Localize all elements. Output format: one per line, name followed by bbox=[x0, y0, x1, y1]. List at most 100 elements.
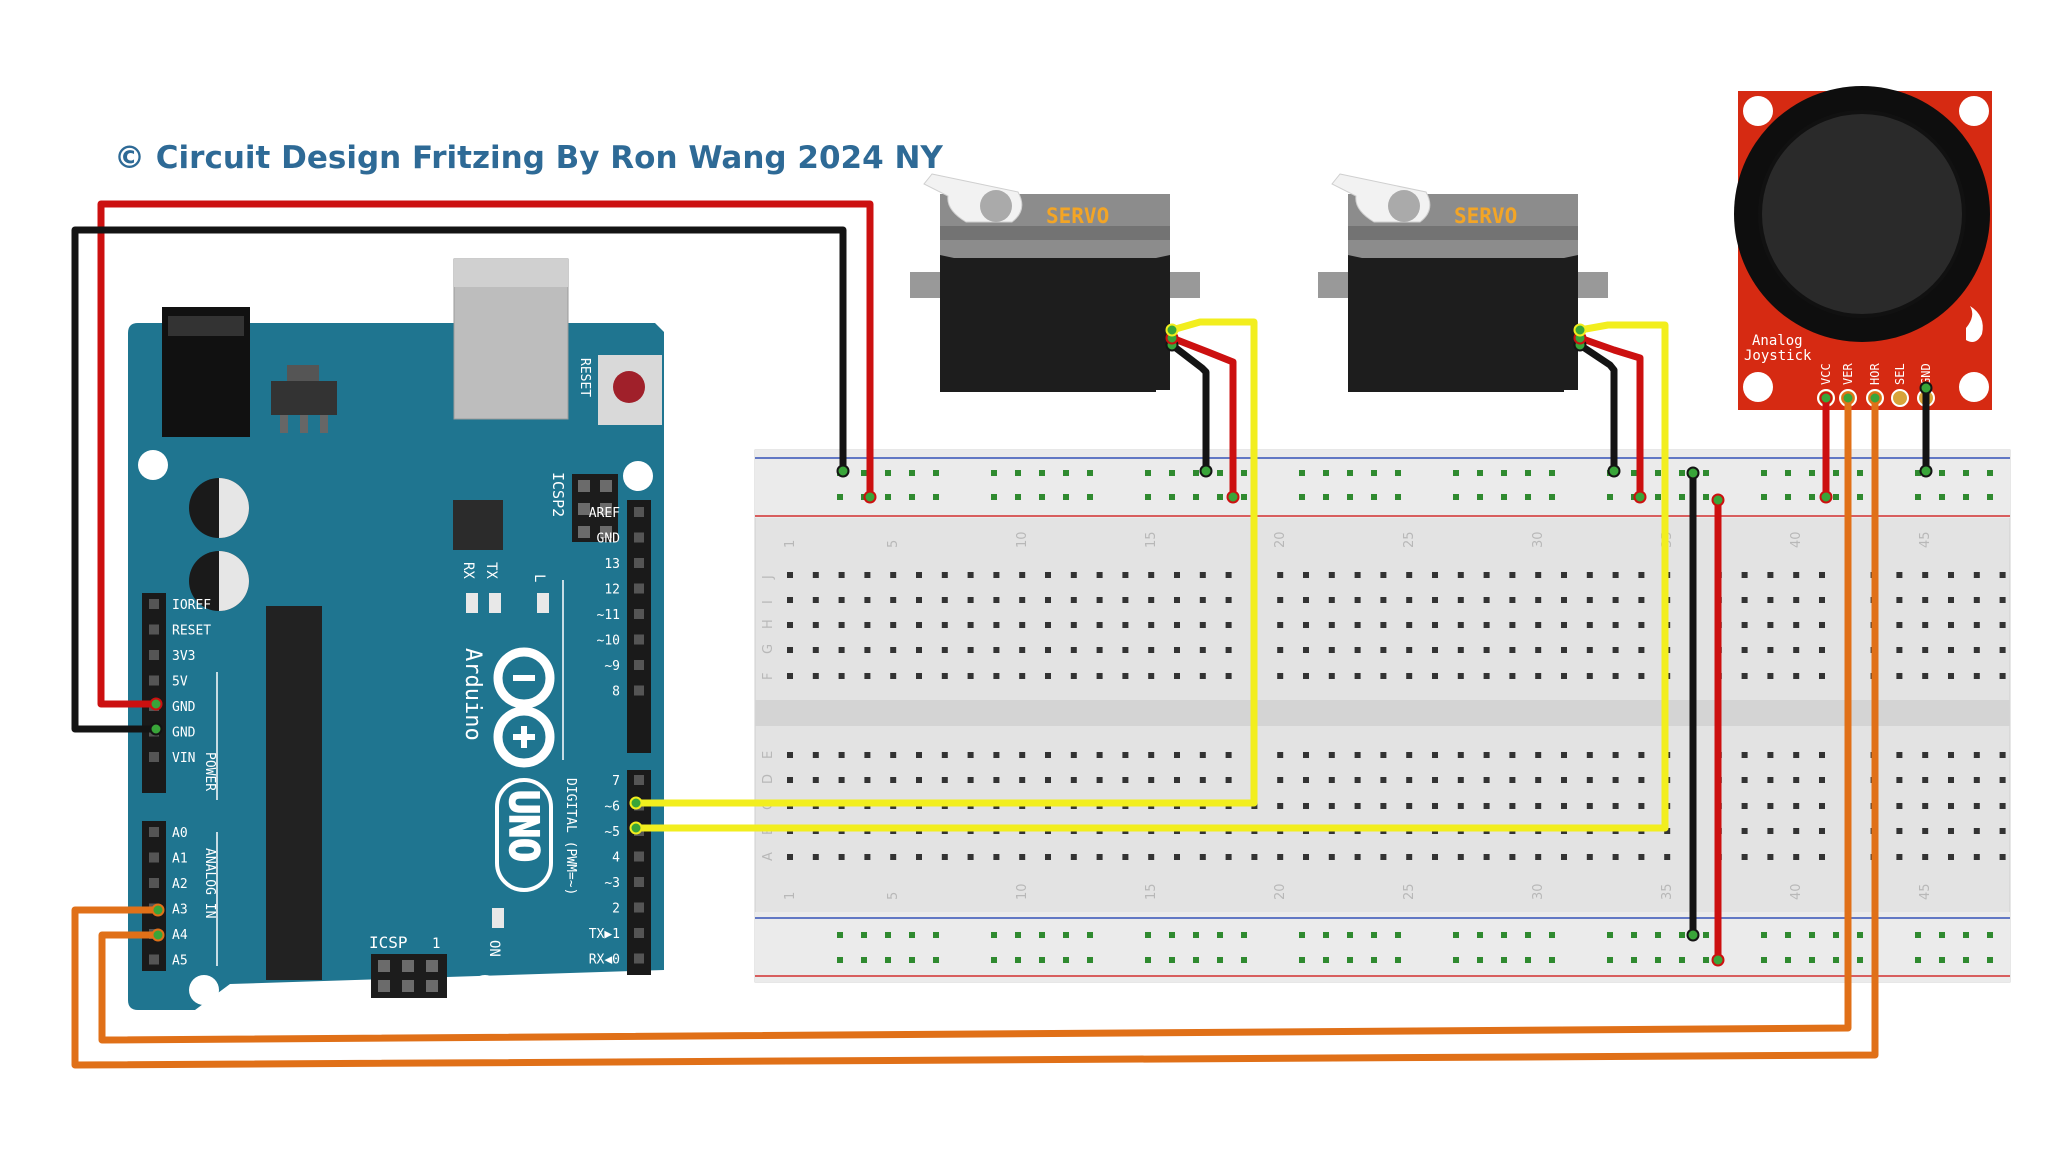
breadboard-hole bbox=[1793, 597, 1800, 603]
breadboard-hole bbox=[1148, 597, 1155, 603]
breadboard-hole bbox=[1354, 572, 1361, 578]
rail-hole bbox=[1453, 932, 1459, 938]
breadboard-hole bbox=[1070, 673, 1077, 679]
breadboard-hole bbox=[787, 854, 793, 860]
rail-hole bbox=[1655, 932, 1661, 938]
breadboard-hole bbox=[1793, 752, 1800, 758]
digital-pin-label: 13 bbox=[604, 557, 620, 572]
rail-hole bbox=[1785, 494, 1791, 500]
breadboard-hole bbox=[1225, 647, 1232, 653]
breadboard-hole bbox=[1638, 854, 1645, 860]
breadboard-hole bbox=[1174, 673, 1180, 679]
arduino-pcb bbox=[128, 323, 664, 1010]
rail-hole bbox=[1453, 957, 1459, 963]
breadboard-hole bbox=[1973, 854, 1980, 860]
rail-hole bbox=[1015, 957, 1021, 963]
joystick-thumbstick[interactable] bbox=[1758, 110, 1966, 318]
breadboard-hole bbox=[1535, 572, 1542, 578]
breadboard-hole bbox=[1199, 647, 1206, 653]
breadboard-hole bbox=[1019, 622, 1026, 628]
breadboard-hole bbox=[1122, 572, 1129, 578]
breadboard-hole bbox=[1096, 777, 1103, 783]
breadboard-hole bbox=[1328, 622, 1335, 628]
rail-hole bbox=[1939, 470, 1945, 476]
rail-hole bbox=[1145, 957, 1151, 963]
breadboard-hole bbox=[1896, 597, 1903, 603]
breadboard-hole bbox=[1896, 752, 1903, 758]
column-number-bottom: 35 bbox=[1660, 883, 1675, 900]
breadboard-hole bbox=[1999, 597, 2006, 603]
rail-hole bbox=[1915, 470, 1921, 476]
breadboard-hole bbox=[1019, 572, 1026, 578]
breadboard-hole bbox=[1380, 803, 1387, 809]
credit-title: © Circuit Design Fritzing By Ron Wang 20… bbox=[114, 140, 943, 176]
breadboard-hole bbox=[1819, 777, 1825, 783]
rail-hole bbox=[1063, 470, 1069, 476]
breadboard-hole bbox=[1432, 622, 1438, 628]
breadboard-hole bbox=[838, 622, 845, 628]
breadboard-hole bbox=[1741, 828, 1748, 834]
servo1-lead-ground bbox=[1168, 341, 1210, 475]
icsp-label: ICSP bbox=[369, 933, 408, 952]
wire-endpoint bbox=[1633, 490, 1647, 504]
rail-hole bbox=[1939, 932, 1945, 938]
servo-body bbox=[940, 232, 1170, 392]
breadboard-hole bbox=[1070, 647, 1077, 653]
rail-hole bbox=[1039, 494, 1045, 500]
breadboard-hole bbox=[1354, 597, 1361, 603]
power-pin-label: VIN bbox=[172, 751, 195, 766]
breadboard-hole bbox=[1303, 803, 1309, 809]
rail-hole bbox=[1703, 494, 1709, 500]
rail-hole bbox=[1169, 494, 1175, 500]
breadboard-hole bbox=[812, 572, 819, 578]
breadboard-hole bbox=[1096, 854, 1103, 860]
breadboard-hole bbox=[1045, 777, 1051, 783]
breadboard-hole bbox=[1354, 803, 1361, 809]
digital-pin-label: GND bbox=[597, 532, 621, 547]
breadboard: 115510101515202025253030353540404545JIHG… bbox=[754, 449, 2011, 983]
rail-hole bbox=[1761, 494, 1767, 500]
servo-2-label: SERVO bbox=[1454, 204, 1517, 228]
rail-hole bbox=[1039, 932, 1045, 938]
column-number-top: 10 bbox=[1015, 531, 1030, 548]
rail-hole bbox=[933, 470, 939, 476]
breadboard-hole bbox=[1741, 777, 1748, 783]
rail-hole bbox=[1501, 932, 1507, 938]
wire-endpoints bbox=[149, 323, 1933, 967]
breadboard-hole bbox=[1561, 752, 1567, 758]
rail-hole bbox=[1809, 957, 1815, 963]
breadboard-hole bbox=[1406, 673, 1413, 679]
breadboard-hole bbox=[787, 777, 793, 783]
breadboard-hole bbox=[1380, 854, 1387, 860]
rail-hole bbox=[1785, 957, 1791, 963]
breadboard-hole bbox=[1819, 854, 1825, 860]
breadboard-hole bbox=[812, 597, 819, 603]
wire-endpoint bbox=[151, 928, 165, 942]
breadboard-hole bbox=[967, 777, 974, 783]
breadboard-hole bbox=[1767, 597, 1774, 603]
breadboard-hole bbox=[1199, 673, 1206, 679]
wire-endpoint bbox=[151, 903, 165, 917]
breadboard-hole bbox=[1819, 673, 1825, 679]
digital-pin bbox=[634, 928, 644, 938]
breadboard-hole bbox=[1948, 803, 1954, 809]
rail-hole bbox=[933, 494, 939, 500]
rail-hole bbox=[1323, 932, 1329, 938]
breadboard-hole bbox=[1303, 647, 1309, 653]
breadboard-hole bbox=[1586, 854, 1593, 860]
digital-pin bbox=[634, 583, 644, 594]
breadboard-hole bbox=[1535, 777, 1542, 783]
breadboard-hole bbox=[1509, 622, 1516, 628]
breadboard-hole bbox=[1199, 752, 1206, 758]
breadboard-hole bbox=[1819, 597, 1825, 603]
breadboard-hole bbox=[1277, 803, 1284, 809]
breadboard-hole bbox=[787, 622, 793, 628]
digital-pin bbox=[634, 775, 644, 785]
breadboard-hole bbox=[993, 673, 1000, 679]
rail-hole bbox=[1477, 494, 1483, 500]
reset-button-cap[interactable] bbox=[613, 371, 645, 403]
digital-pin bbox=[634, 877, 644, 887]
rail-hole bbox=[1501, 494, 1507, 500]
rail-hole bbox=[1761, 957, 1767, 963]
breadboard-hole bbox=[1303, 777, 1309, 783]
